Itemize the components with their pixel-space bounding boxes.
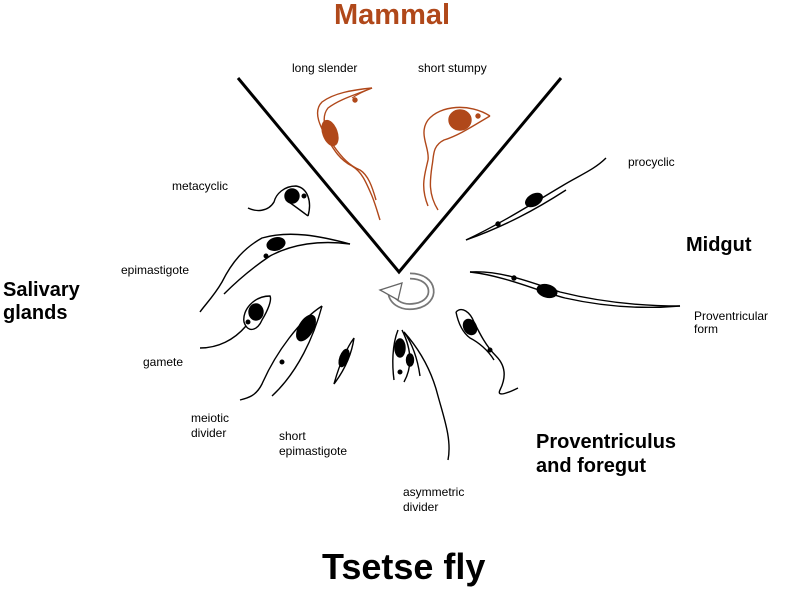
- short-stumpy-trypanosome: [422, 106, 491, 211]
- asymmetric-divider-label: divider: [403, 500, 439, 514]
- midgut-label: Midgut: [686, 234, 752, 256]
- proventriculus-trypanosome: [455, 308, 519, 395]
- proventricular-form-label: form: [694, 322, 718, 336]
- short-label: short: [279, 429, 306, 443]
- gamete-trypanosome: [199, 295, 272, 349]
- short-epimastigote-label: epimastigote: [279, 444, 348, 458]
- procyclic-trypanosome: [465, 157, 607, 241]
- meiotic-label: meiotic: [191, 411, 230, 425]
- proventricular-label: Proventricular: [694, 309, 769, 323]
- short-stumpy-label: short stumpy: [418, 61, 487, 75]
- gamete-label: gamete: [143, 355, 184, 369]
- metacyclic-label: metacyclic: [172, 179, 229, 193]
- long-slender-label: long slender: [292, 61, 358, 75]
- salivary-label: Salivary: [3, 279, 80, 301]
- epimastigote-trypanosome: [199, 233, 351, 313]
- cycle-arrow-icon: [378, 272, 435, 311]
- proventriculus-label: Proventriculus: [536, 431, 677, 453]
- epimastigote-label: epimastigote: [121, 263, 190, 277]
- procyclic-label: procyclic: [628, 155, 675, 169]
- metacyclic-trypanosome: [247, 185, 311, 217]
- asymmetric-label: asymmetric: [403, 485, 465, 499]
- short-epimastigote-trypanosome: [333, 337, 355, 385]
- foregut-label: and foregut: [536, 455, 646, 477]
- meiotic-divider-trypanosome: [239, 305, 323, 401]
- glands-label: glands: [3, 302, 68, 324]
- asymmetric-divider-trypanosome: [392, 329, 450, 461]
- meiotic-divider-label: divider: [191, 426, 227, 440]
- v-separator: [236, 77, 563, 275]
- mammal-title: Mammal: [334, 0, 451, 31]
- long-slender-trypanosome: [316, 87, 381, 221]
- tsetse-fly-title: Tsetse fly: [322, 546, 486, 587]
- proventricular-trypanosome: [469, 271, 681, 308]
